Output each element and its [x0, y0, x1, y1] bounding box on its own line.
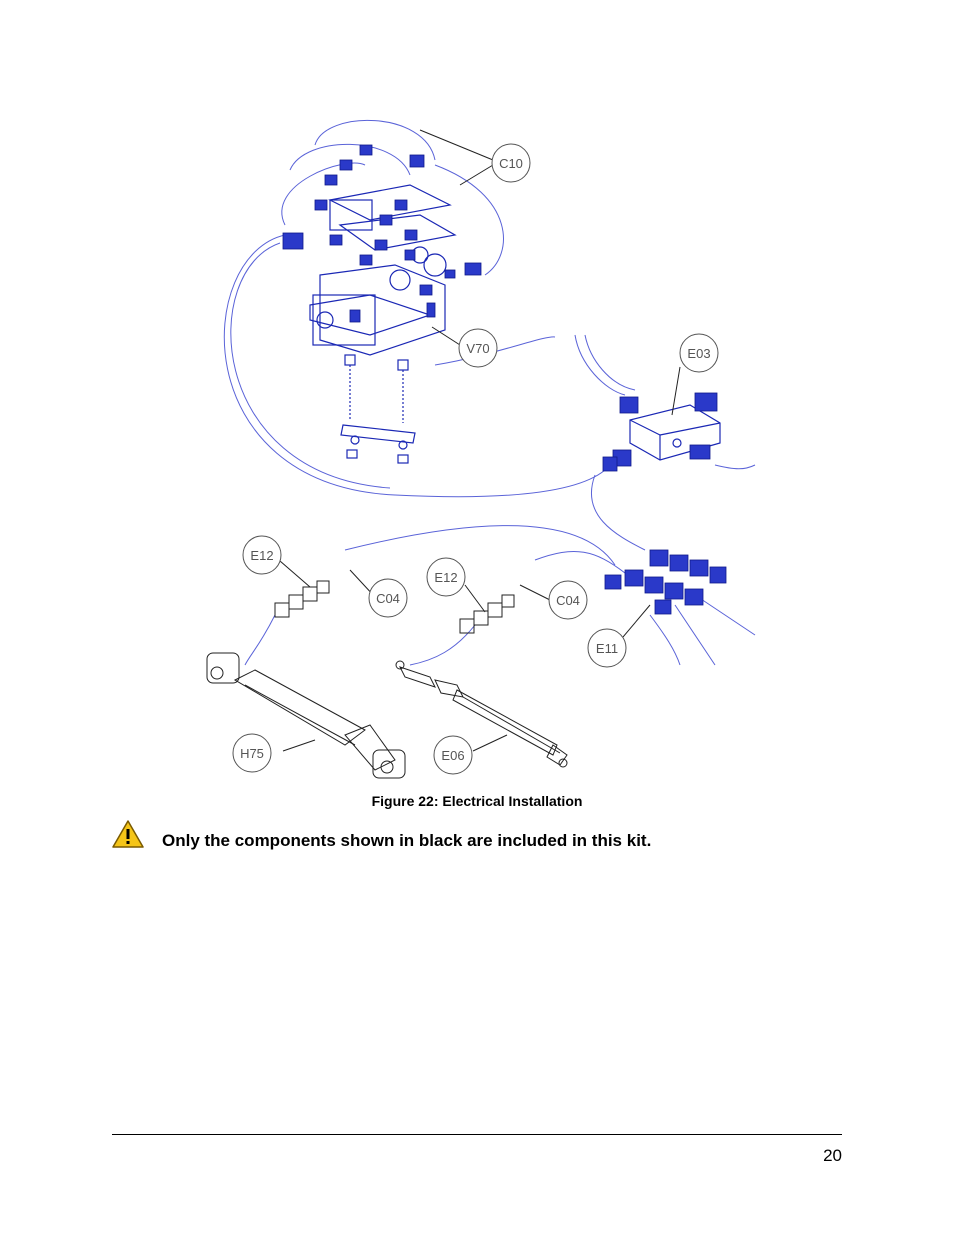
- e12-connectors: [274, 580, 515, 634]
- svg-text:E11: E11: [596, 641, 618, 656]
- connector-cluster: [604, 549, 727, 615]
- callout-v70: V70: [458, 328, 498, 368]
- mounting-bolts: [340, 354, 416, 464]
- valve-block: [282, 144, 482, 356]
- svg-text:E12: E12: [434, 570, 457, 585]
- callout-c10: C10: [491, 143, 531, 183]
- callout-c04-right: C04: [548, 580, 588, 620]
- hydraulic-cylinder: [206, 652, 406, 779]
- warning-triangle-icon: [112, 820, 144, 848]
- callout-leaders: [279, 129, 681, 752]
- svg-text:C10: C10: [499, 156, 523, 171]
- svg-text:E03: E03: [687, 346, 710, 361]
- figure-caption: Figure 22: Electrical Installation: [371, 793, 583, 809]
- svg-text:V70: V70: [466, 341, 489, 356]
- footer-rule: [112, 1134, 842, 1135]
- svg-text:C04: C04: [376, 591, 400, 606]
- callout-h75: H75: [232, 733, 272, 773]
- svg-text:E12: E12: [250, 548, 273, 563]
- junction-box: [602, 392, 721, 472]
- callout-e11: E11: [587, 628, 627, 668]
- warning-note: Only the components shown in black are i…: [112, 820, 872, 854]
- callout-e12-left: E12: [242, 535, 282, 575]
- callout-c04-left: C04: [368, 578, 408, 618]
- svg-text:C04: C04: [556, 593, 580, 608]
- svg-text:H75: H75: [240, 746, 264, 761]
- warning-text: Only the components shown in black are i…: [162, 831, 652, 850]
- svg-text:E06: E06: [441, 748, 464, 763]
- page-number: 20: [823, 1146, 842, 1165]
- callout-e03: E03: [679, 333, 719, 373]
- wiring-harness: [223, 119, 756, 666]
- callout-e12-right: E12: [426, 557, 466, 597]
- linear-actuator: [395, 660, 568, 768]
- callout-e06: E06: [433, 735, 473, 775]
- electrical-installation-figure: C10 V70 E03 E12 C04 E12 C04 E11: [195, 105, 765, 785]
